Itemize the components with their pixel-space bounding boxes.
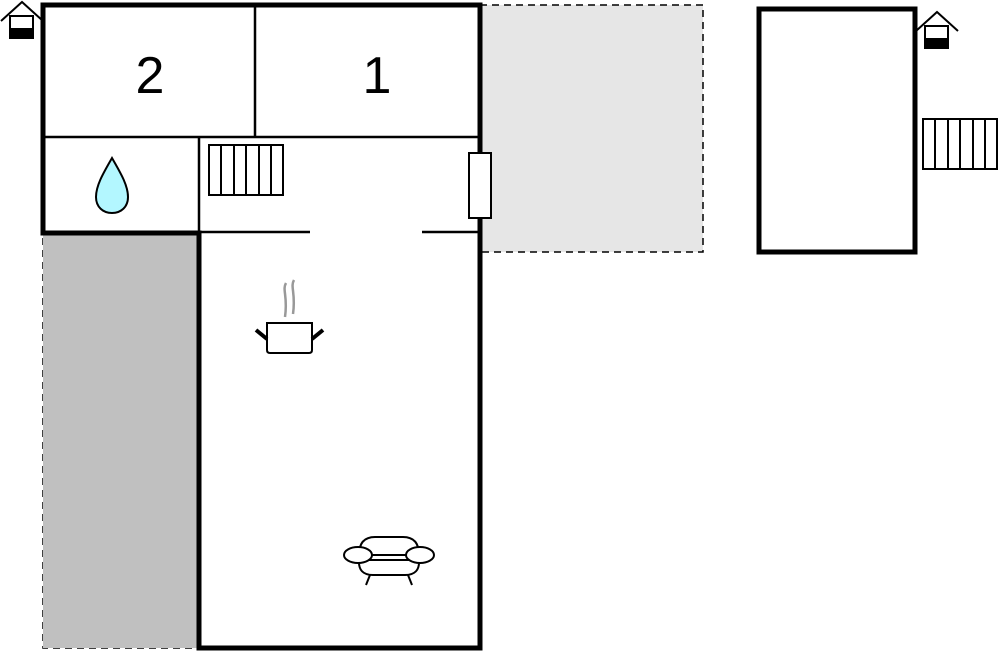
terrace-right bbox=[479, 4, 704, 253]
room-label-1: 1 bbox=[363, 47, 392, 105]
door-icon bbox=[468, 152, 492, 219]
stairs-icon bbox=[922, 118, 998, 170]
sofa-icon bbox=[343, 536, 435, 586]
cooking-pot-icon bbox=[254, 279, 325, 354]
interior-walls bbox=[43, 5, 480, 234]
annex-building bbox=[756, 6, 918, 255]
room-label-2: 2 bbox=[136, 47, 165, 105]
water-drop-icon bbox=[94, 155, 130, 215]
stairs-icon bbox=[208, 144, 284, 196]
house-entrance-icon bbox=[0, 0, 44, 39]
house-entrance-icon bbox=[915, 10, 959, 49]
exterior-walls bbox=[40, 2, 483, 651]
